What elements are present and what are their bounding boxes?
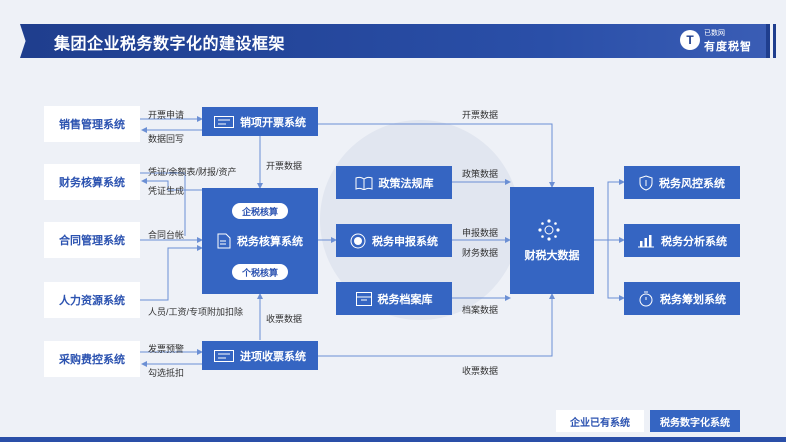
sales-system-box: 销售管理系统 (44, 106, 140, 142)
label-contract-ledger: 合同台帐 (148, 230, 185, 240)
personal-tax-pill: 个税核算 (232, 264, 288, 280)
data-cluster-icon (538, 218, 560, 241)
label-data-return: 数据回写 (148, 134, 185, 144)
brand-logo: T 已数网 有度税智 (680, 27, 760, 55)
hr-system-label: 人力资源系统 (59, 295, 125, 307)
logo-mark-icon: T (680, 30, 700, 50)
contract-system-box: 合同管理系统 (44, 222, 140, 258)
label-invoice-warning: 发票预警 (148, 344, 185, 354)
logo-small-text: 已数网 (704, 30, 725, 37)
big-data-box: 财税大数据 (510, 187, 594, 294)
enterprise-tax-pill: 企税核算 (232, 203, 288, 219)
planning-system-label: 税务筹划系统 (660, 293, 726, 306)
label-finance-data: 财务数据 (462, 248, 499, 258)
big-data-label: 财税大数据 (524, 249, 580, 262)
sales-system-label: 销售管理系统 (59, 119, 125, 131)
invoice-icon (214, 115, 234, 128)
label-issue-data-top: 开票数据 (462, 110, 499, 120)
label-voucher-gen: 凭证生成 (148, 186, 185, 196)
procurement-system-box: 采购费控系统 (44, 341, 140, 377)
header-bar (28, 24, 768, 58)
label-hr-info: 人员/工资/专项附加扣除 (148, 307, 244, 317)
accounting-system-label: 税务核算系统 (237, 236, 303, 248)
header-stripe (766, 24, 770, 58)
legend-digital-system: 税务数字化系统 (650, 410, 740, 432)
shield-icon (639, 174, 653, 191)
label-receive-data-mid: 收票数据 (266, 314, 303, 324)
label-voucher-info: 凭证/余额表/财报/资产 (148, 167, 237, 177)
planning-system-box: 税务筹划系统 (624, 282, 740, 315)
label-issue-data-mid: 开票数据 (266, 161, 303, 171)
header-stripe (773, 24, 776, 58)
tax-icon (350, 233, 366, 249)
analysis-system-label: 税务分析系统 (661, 235, 727, 248)
issue-system-label: 销项开票系统 (240, 116, 306, 129)
archive-icon (355, 291, 372, 306)
declare-system-label: 税务申报系统 (372, 235, 438, 248)
issue-system-box: 销项开票系统 (202, 107, 318, 136)
label-policy-data: 政策数据 (462, 169, 499, 179)
receive-system-label: 进项收票系统 (240, 350, 306, 363)
legend-existing-system: 企业已有系统 (556, 410, 644, 432)
label-declare-data: 申报数据 (462, 228, 499, 238)
stopwatch-icon (638, 291, 654, 307)
document-icon (217, 233, 231, 249)
contract-system-label: 合同管理系统 (59, 235, 125, 247)
header: 集团企业税务数字化的建设框架 T 已数网 有度税智 (0, 24, 786, 58)
label-receive-data-bottom: 收票数据 (462, 366, 499, 376)
bar-chart-icon (637, 234, 655, 248)
book-icon (355, 176, 373, 190)
label-check-deduct: 勾选抵扣 (148, 368, 185, 378)
receive-system-box: 进项收票系统 (202, 341, 318, 370)
archive-library-label: 税务档案库 (377, 293, 433, 306)
risk-control-system-box: 税务风控系统 (624, 166, 740, 199)
finance-system-box: 财务核算系统 (44, 164, 140, 200)
hr-system-box: 人力资源系统 (44, 282, 140, 318)
finance-system-label: 财务核算系统 (59, 177, 125, 189)
logo-big-text: 有度税智 (704, 41, 752, 53)
policy-library-label: 政策法规库 (378, 177, 434, 190)
page-title: 集团企业税务数字化的建设框架 (54, 36, 286, 53)
label-archive-data: 档案数据 (462, 305, 499, 315)
archive-library-box: 税务档案库 (336, 282, 452, 315)
bottom-line (0, 437, 786, 442)
invoice-icon (214, 349, 234, 362)
label-apply-invoice: 开票申请 (148, 110, 185, 120)
risk-control-system-label: 税务风控系统 (659, 177, 725, 190)
declare-system-box: 税务申报系统 (336, 224, 452, 257)
procurement-system-label: 采购费控系统 (59, 354, 125, 366)
policy-library-box: 政策法规库 (336, 166, 452, 199)
analysis-system-box: 税务分析系统 (624, 224, 740, 257)
